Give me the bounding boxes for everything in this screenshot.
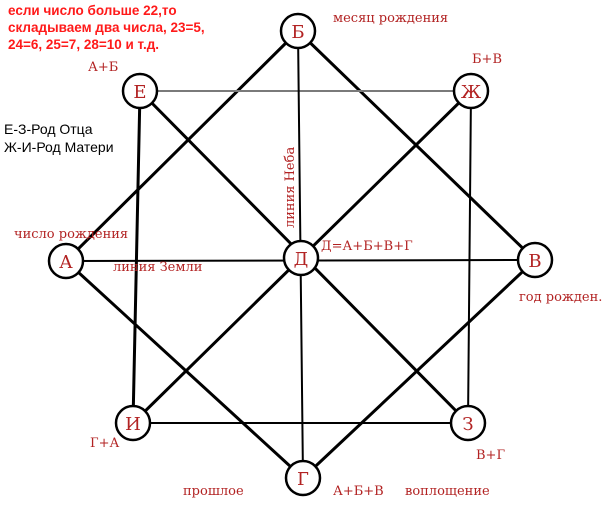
node-d: Д: [282, 239, 320, 277]
svg-text:Д: Д: [294, 249, 309, 270]
legend-father-line: Е-З-Род Отца: [4, 121, 93, 137]
svg-text:Б: Б: [291, 22, 304, 43]
label-b-plus-v: Б+В: [472, 52, 502, 67]
node-b: Б: [279, 12, 317, 50]
svg-text:А: А: [59, 252, 73, 273]
label-g-formula: А+Б+В: [333, 484, 384, 499]
svg-text:Ж: Ж: [461, 82, 482, 103]
edge-g-a: [64, 259, 305, 480]
label-d-formula: Д=А+Б+В+Г: [321, 239, 413, 254]
label-g-plus-a: Г+А: [90, 436, 120, 451]
node-zh: Ж: [452, 72, 490, 110]
edge-i-e: [131, 89, 142, 425]
edge-zh-z: [467, 90, 472, 424]
label-birth-day: число рождения: [14, 227, 128, 242]
svg-text:Г: Г: [297, 469, 309, 490]
legend-mother-line: Ж-И-Род Матери: [4, 139, 114, 155]
lineage-legend: Е-З-Род Отца Ж-И-Род Матери: [4, 120, 114, 156]
svg-text:И: И: [125, 414, 141, 435]
node-g: Г: [284, 459, 322, 497]
label-earth-line: линия Земли: [113, 260, 202, 275]
svg-text:Е: Е: [133, 82, 146, 103]
label-birth-year: год рожден.: [519, 290, 602, 305]
node-i: И: [114, 404, 152, 442]
label-sky-line: линия Неба: [283, 147, 298, 228]
svg-text:В: В: [528, 251, 541, 272]
label-embodiment: воплощение: [405, 484, 490, 499]
rule-note-line: 24=6, 25=7, 28=10 и т.д.: [8, 37, 160, 52]
label-v-plus-g: В+Г: [476, 448, 505, 463]
rule-note: если число больше 22,то складываем два ч…: [8, 2, 258, 53]
edge-v-g: [301, 258, 537, 480]
node-e: Е: [121, 72, 159, 110]
svg-text:З: З: [462, 414, 473, 435]
label-past: прошлое: [183, 484, 244, 499]
node-z: З: [449, 404, 487, 442]
rule-note-line: если число больше 22,то: [8, 3, 177, 18]
edge-a-b: [64, 29, 300, 263]
rule-note-line: складываем два числа, 23=5,: [8, 20, 205, 35]
node-a: А: [47, 242, 85, 280]
node-v: В: [516, 241, 554, 279]
label-a-plus-b: А+Б: [88, 60, 118, 75]
label-birth-month: месяц рождения: [333, 11, 448, 26]
